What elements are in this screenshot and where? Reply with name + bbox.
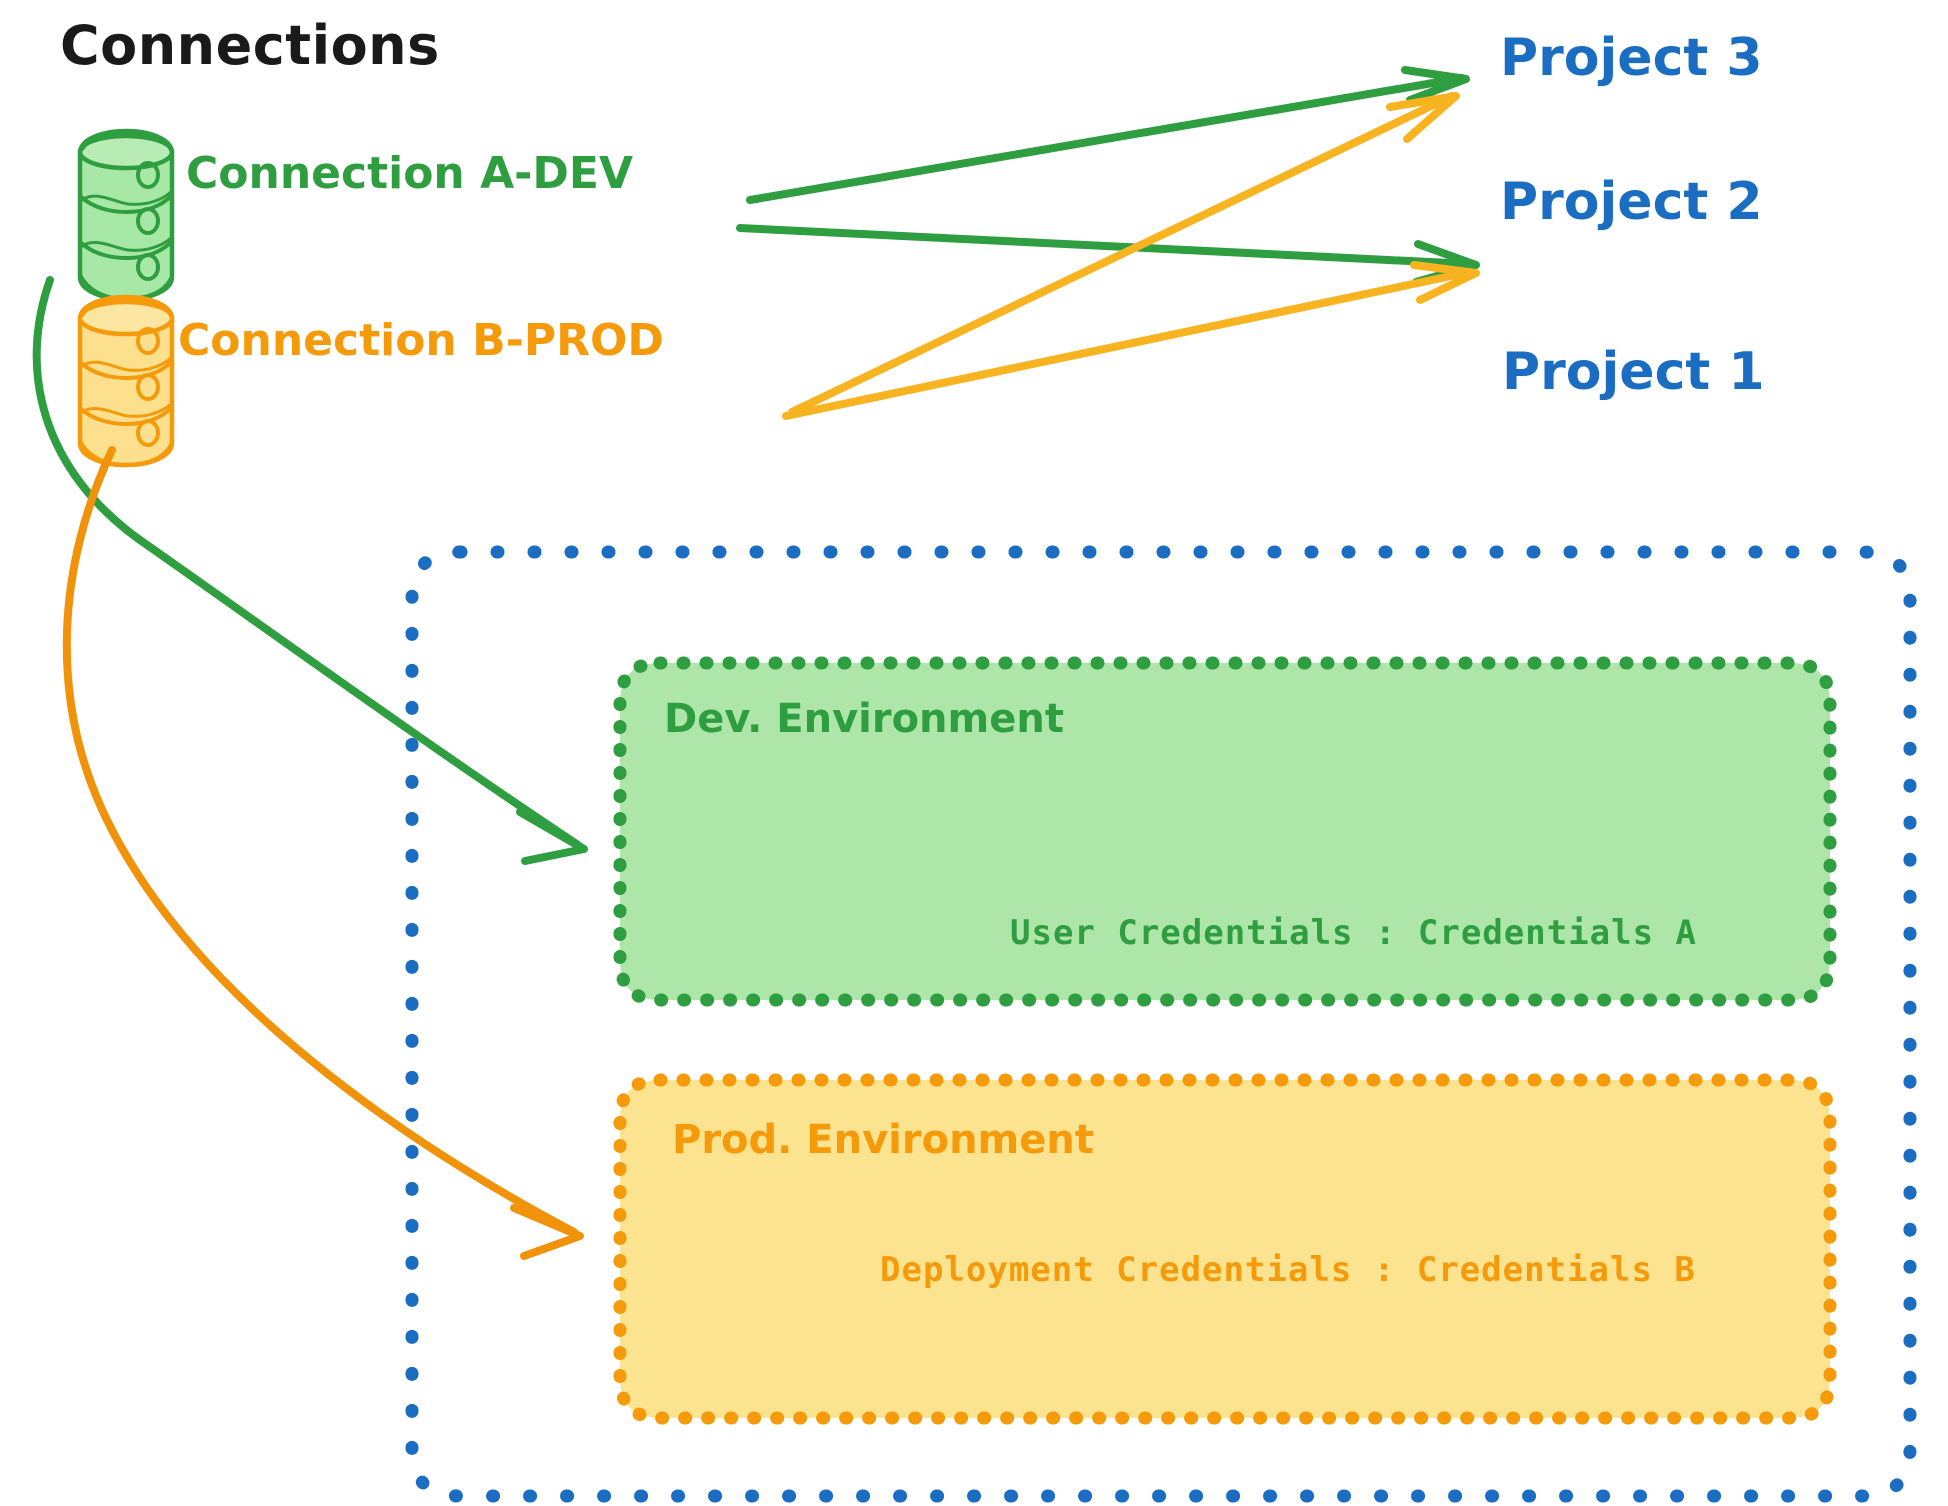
prod-environment-credentials: Deployment Credentials : Credentials B (880, 1250, 1696, 1290)
connection-b-prod-label[interactable]: Connection B-PROD (178, 315, 664, 366)
prod-environment-title: Prod. Environment (672, 1117, 1094, 1163)
connection-a-dev-label[interactable]: Connection A-DEV (186, 148, 634, 199)
dev-environment-title: Dev. Environment (664, 696, 1064, 742)
page-title: Connections (60, 14, 440, 77)
prod-environment-box[interactable] (613, 1073, 1837, 1425)
dev-environment-box[interactable] (613, 656, 1837, 1007)
arrow-conn-a-to-dev-environment (32, 276, 588, 865)
project-1-container-outline (405, 545, 1917, 1503)
arrow-conn-b-to-project-3 (788, 92, 1460, 416)
database-icon-green (77, 128, 175, 302)
arrow-conn-b-to-project-2 (782, 261, 1480, 420)
dev-environment-credentials: User Credentials : Credentials A (1010, 913, 1698, 953)
arrow-conn-b-to-prod-environment (62, 446, 584, 1260)
project-3-label[interactable]: Project 3 (1500, 28, 1763, 88)
arrow-conn-a-to-project-3 (746, 66, 1470, 204)
project-1-label[interactable]: Project 1 (1502, 342, 1765, 402)
project-2-label[interactable]: Project 2 (1500, 172, 1763, 232)
database-icon-orange (77, 294, 175, 468)
arrow-conn-a-to-project-2 (736, 224, 1480, 286)
